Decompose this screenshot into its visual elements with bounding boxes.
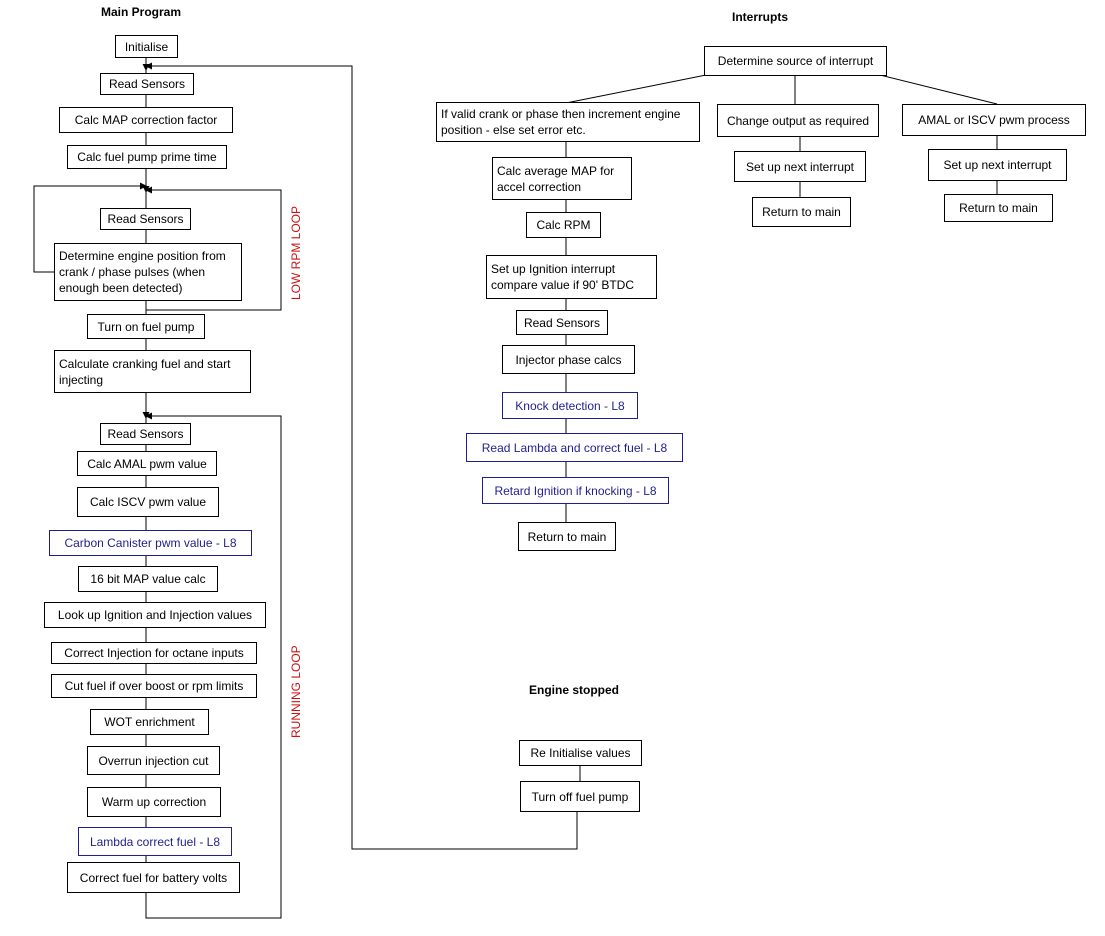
read-sensors-box: Read Sensors (100, 208, 191, 230)
average-map-box: Calc average MAP for accel correction (492, 157, 632, 200)
lambda-correct-box: Lambda correct fuel - L8 (78, 827, 232, 856)
engine-stopped-return (145, 62, 578, 850)
change-output-box: Change output as required (717, 104, 879, 137)
knock-detection-box: Knock detection - L8 (502, 392, 638, 419)
retard-ignition-box: Retard Ignition if knocking - L8 (482, 477, 669, 504)
ignition-interrupt-setup-box: Set up Ignition interrupt compare value … (486, 255, 657, 299)
interrupt-source-box: Determine source of interrupt (704, 46, 887, 76)
octane-correction-box: Correct Injection for octane inputs (51, 642, 257, 664)
return-to-main-box: Return to main (752, 197, 851, 227)
main-program-heading: Main Program (101, 5, 182, 19)
battery-volts-box: Correct fuel for battery volts (67, 862, 240, 893)
fuel-pump-on-box: Turn on fuel pump (87, 314, 205, 339)
warm-up-correction-box: Warm up correction (87, 787, 221, 817)
read-sensors-box: Read Sensors (100, 73, 194, 95)
read-lambda-box: Read Lambda and correct fuel - L8 (466, 433, 683, 462)
overrun-cut-box: Overrun injection cut (87, 746, 220, 775)
next-interrupt-box: Set up next interrupt (928, 149, 1067, 181)
reinitialise-box: Re Initialise values (519, 740, 642, 766)
read-sensors-box: Read Sensors (516, 310, 608, 335)
running-loop-return (145, 412, 282, 919)
low-rpm-inner-loop (33, 182, 147, 273)
lookup-ignition-injection-box: Look up Ignition and Injection values (44, 602, 266, 628)
next-interrupt-box: Set up next interrupt (734, 151, 866, 182)
engine-position-box: Determine engine position from crank / p… (54, 243, 242, 301)
low-rpm-loop-label: LOW RPM LOOP (289, 205, 303, 300)
injector-phase-box: Injector phase calcs (502, 345, 635, 374)
return-to-main-box: Return to main (944, 194, 1053, 222)
interrupts-heading: Interrupts (732, 10, 789, 24)
fuel-pump-prime-box: Calc fuel pump prime time (67, 145, 227, 169)
crank-phase-box: If valid crank or phase then increment e… (436, 102, 700, 142)
calc-rpm-box: Calc RPM (526, 212, 601, 238)
fuel-pump-off-box: Turn off fuel pump (520, 781, 640, 812)
engine-stopped-heading: Engine stopped (529, 683, 619, 697)
map-correction-box: Calc MAP correction factor (59, 107, 233, 133)
fuel-cut-box: Cut fuel if over boost or rpm limits (51, 674, 257, 698)
iscv-pwm-box: Calc ISCV pwm value (77, 487, 219, 517)
return-to-main-box: Return to main (518, 522, 616, 551)
map-16bit-box: 16 bit MAP value calc (78, 566, 218, 592)
wot-enrichment-box: WOT enrichment (90, 709, 209, 735)
amal-pwm-box: Calc AMAL pwm value (77, 451, 217, 476)
connector (565, 74, 707, 104)
connector (879, 74, 998, 105)
cranking-fuel-box: Calculate cranking fuel and start inject… (54, 350, 251, 393)
initialise-box: Initialise (115, 35, 178, 58)
read-sensors-box: Read Sensors (100, 423, 191, 445)
low-rpm-loop-return (145, 186, 282, 311)
running-loop-label: RUNNING LOOP (289, 645, 303, 738)
amal-iscv-process-box: AMAL or ISCV pwm process (902, 104, 1086, 136)
carbon-canister-box: Carbon Canister pwm value - L8 (49, 530, 252, 556)
